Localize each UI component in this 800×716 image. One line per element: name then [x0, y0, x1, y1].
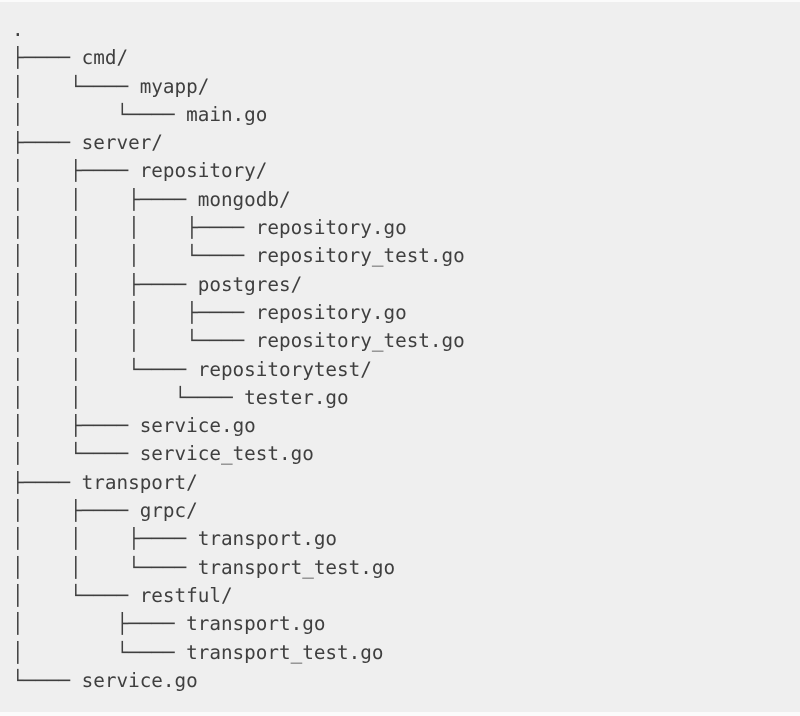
- tree-branch-prefix: │ │ └────: [12, 555, 198, 579]
- tree-entry-label: repository/: [139, 159, 268, 183]
- tree-entry-label: repositorytest/: [197, 357, 372, 381]
- tree-branch-prefix: │ │ └────: [12, 385, 245, 409]
- tree-branch-prefix: │ └────: [12, 640, 187, 664]
- tree-branch-prefix: │ ├────: [12, 414, 140, 438]
- tree-branch-prefix: │ └────: [12, 74, 140, 98]
- tree-line: └──── service.go: [12, 667, 465, 695]
- tree-branch-prefix: │ └────: [12, 442, 140, 466]
- top-edge-strip: [0, 0, 800, 2]
- tree-entry-label: cmd/: [81, 46, 129, 70]
- tree-branch-prefix: │ │ │ ├────: [12, 300, 256, 324]
- tree-line: │ ├──── grpc/: [12, 497, 465, 525]
- tree-line: │ ├──── transport.go: [12, 610, 465, 638]
- tree-branch-prefix: │ ├────: [12, 499, 140, 523]
- tree-entry-label: repository_test.go: [255, 329, 465, 353]
- tree-branch-prefix: │ │ └────: [12, 357, 198, 381]
- tree-branch-prefix: │ └────: [12, 583, 140, 607]
- tree-line: │ └──── restful/: [12, 582, 465, 610]
- tree-branch-prefix: │ └────: [12, 102, 187, 126]
- tree-entry-label: repository_test.go: [255, 244, 465, 268]
- tree-branch-prefix: ├────: [12, 46, 82, 70]
- tree-line: ├──── transport/: [12, 469, 465, 497]
- tree-branch-prefix: ├────: [12, 470, 82, 494]
- tree-line: │ │ └──── repositorytest/: [12, 356, 465, 384]
- tree-entry-label: transport.go: [197, 527, 338, 551]
- tree-branch-prefix: │ │ │ ├────: [12, 216, 256, 240]
- tree-entry-label: mongodb/: [197, 187, 291, 211]
- tree-entry-label: restful/: [139, 583, 233, 607]
- tree-branch-prefix: │ │ ├────: [12, 272, 198, 296]
- tree-line: │ │ ├──── transport.go: [12, 525, 465, 553]
- tree-branch-prefix: │ │ │ └────: [12, 329, 256, 353]
- tree-line: │ │ └──── tester.go: [12, 384, 465, 412]
- tree-line: ├──── server/: [12, 129, 465, 157]
- tree-root-label: .: [12, 18, 24, 41]
- tree-branch-prefix: │ ├────: [12, 159, 140, 183]
- tree-line: │ ├──── service.go: [12, 412, 465, 440]
- tree-line: │ └──── main.go: [12, 101, 465, 129]
- tree-entry-label: service.go: [81, 668, 198, 692]
- tree-line: .: [12, 16, 465, 44]
- tree-line: │ │ └──── transport_test.go: [12, 554, 465, 582]
- tree-line: │ │ ├──── postgres/: [12, 271, 465, 299]
- tree-entry-label: tester.go: [244, 385, 349, 409]
- tree-branch-prefix: │ │ ├────: [12, 527, 198, 551]
- tree-line: │ │ │ ├──── repository.go: [12, 214, 465, 242]
- tree-entry-label: repository.go: [255, 216, 407, 240]
- tree-entry-label: transport/: [81, 470, 198, 494]
- tree-entry-label: transport.go: [186, 612, 326, 636]
- tree-entry-label: myapp/: [139, 74, 210, 98]
- tree-line: │ └──── service_test.go: [12, 440, 465, 468]
- tree-entry-label: transport_test.go: [197, 555, 396, 579]
- tree-branch-prefix: │ │ │ └────: [12, 244, 256, 268]
- tree-line: │ └──── transport_test.go: [12, 639, 465, 667]
- tree-entry-label: grpc/: [139, 499, 198, 523]
- tree-line: │ ├──── repository/: [12, 157, 465, 185]
- tree-line: ├──── cmd/: [12, 44, 465, 72]
- tree-branch-prefix: │ │ ├────: [12, 187, 198, 211]
- tree-branch-prefix: └────: [12, 668, 82, 692]
- tree-line: │ │ ├──── mongodb/: [12, 186, 465, 214]
- tree-line: │ │ │ └──── repository_test.go: [12, 242, 465, 270]
- tree-entry-label: server/: [81, 131, 163, 155]
- tree-line: │ │ │ ├──── repository.go: [12, 299, 465, 327]
- tree-entry-label: postgres/: [197, 272, 303, 296]
- tree-line: │ └──── myapp/: [12, 73, 465, 101]
- tree-line: │ │ │ └──── repository_test.go: [12, 327, 465, 355]
- tree-entry-label: transport_test.go: [186, 640, 384, 664]
- tree-entry-label: main.go: [186, 102, 268, 126]
- tree-entry-label: repository.go: [255, 300, 407, 324]
- directory-tree: .├──── cmd/│ └──── myapp/│ └──── main.go…: [12, 16, 465, 695]
- tree-branch-prefix: │ ├────: [12, 612, 187, 636]
- bottom-edge-strip: [0, 712, 800, 716]
- tree-entry-label: service.go: [139, 414, 256, 438]
- tree-entry-label: service_test.go: [139, 442, 314, 466]
- tree-branch-prefix: ├────: [12, 131, 82, 155]
